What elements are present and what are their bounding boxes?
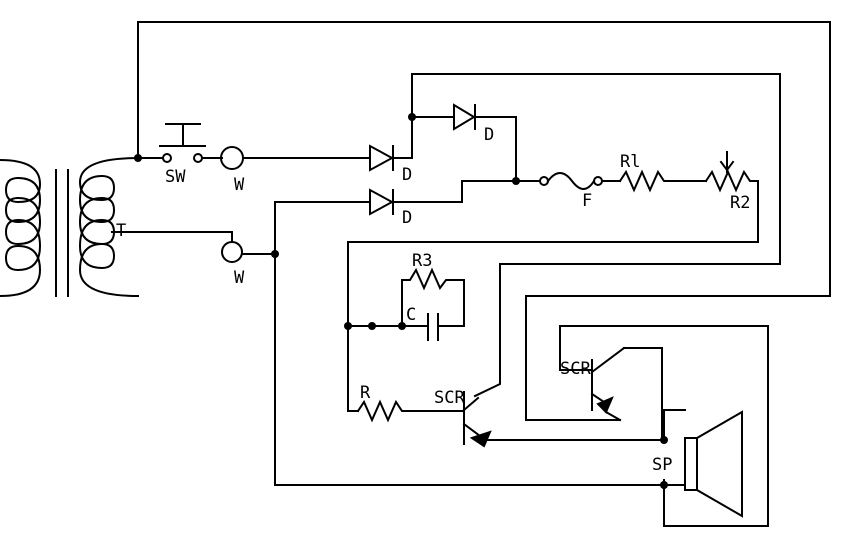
junction-diodes: [512, 177, 520, 185]
transformer-label: T: [116, 221, 126, 241]
scr-aux-label: SCR: [560, 359, 591, 379]
wire-bus-vertical: [411, 73, 781, 398]
resistor-r3: [401, 267, 465, 327]
diode-bottom-label: D: [402, 208, 412, 228]
resistor-r1: [618, 169, 707, 193]
lamp-bottom-label: W: [234, 268, 245, 288]
fuse-label: F: [582, 191, 592, 211]
potentiometer-r2: [347, 151, 759, 412]
diode-middle-label: D: [402, 165, 412, 185]
wire-bottom-to-speaker: [274, 479, 686, 486]
junction-rc-mid: [368, 322, 376, 330]
wire-top-loop: [137, 21, 831, 421]
diode-middle: [369, 144, 413, 172]
transformer-secondary-coil: [78, 156, 140, 298]
capacitor-label: C: [406, 305, 416, 325]
lamp-top-label: W: [234, 175, 245, 195]
pot-r2-label: R2: [730, 193, 750, 213]
switch-label: SW: [165, 167, 186, 187]
lamp-bottom: [221, 241, 243, 263]
scr-aux: [559, 346, 663, 441]
resistor-r3-label: R3: [412, 251, 432, 271]
junction-rc-left: [344, 322, 352, 330]
junction-speaker-top: [660, 436, 668, 444]
resistor-r1-label: Rl: [620, 152, 640, 172]
transformer: T: [0, 156, 233, 298]
speaker-label: SP: [652, 455, 672, 475]
diode-top: [411, 103, 517, 182]
diode-top-label: D: [484, 125, 494, 145]
wire-aux-box: [559, 325, 769, 527]
push-switch: [137, 123, 223, 163]
scr-main: [462, 391, 686, 448]
capacitor: [401, 313, 465, 341]
resistor-r: [356, 399, 463, 423]
speaker: [684, 410, 743, 518]
junction-lamp-bottom: [271, 250, 279, 258]
diode-bottom: [274, 180, 541, 481]
scr-main-label: SCR: [434, 388, 465, 408]
transformer-primary-coil: [0, 158, 42, 298]
resistor-r-label: R: [360, 383, 371, 403]
fuse: [539, 172, 621, 190]
lamp-top: [220, 146, 244, 170]
